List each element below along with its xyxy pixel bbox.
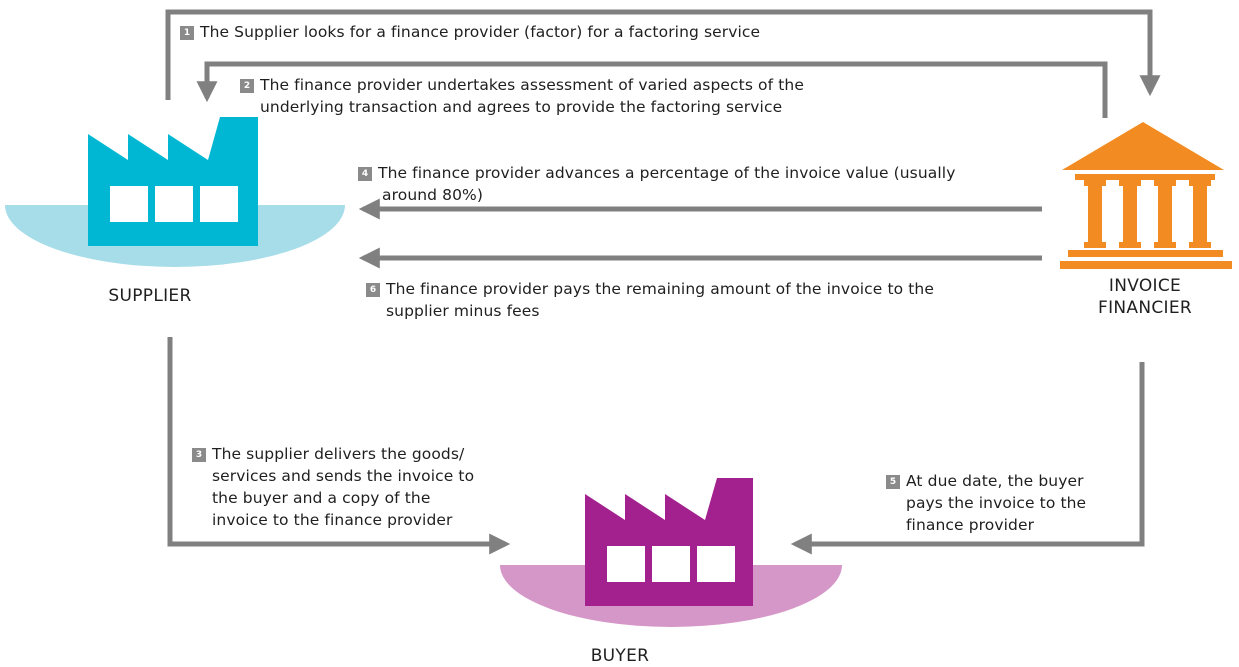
step-5-text-line1: At due date, the buyer bbox=[906, 472, 1084, 490]
step-4-text-line2: around 80%) bbox=[382, 186, 484, 204]
step-number-badge: 6 bbox=[366, 283, 380, 297]
step-6-text-line1: The finance provider pays the remaining … bbox=[386, 280, 934, 298]
step-2: 2 The finance provider undertakes assessm… bbox=[240, 74, 804, 118]
step-3-text-line4: invoice to the finance provider bbox=[212, 511, 453, 529]
financier-label-line2: FINANCIER bbox=[1098, 298, 1192, 318]
buyer-label: BUYER bbox=[590, 646, 650, 666]
arrow-step-2 bbox=[196, 61, 1108, 118]
step-5-text-line2: pays the invoice to the bbox=[906, 494, 1087, 512]
financier-label-line1: INVOICE bbox=[1108, 276, 1182, 296]
step-1-text: The Supplier looks for a finance provide… bbox=[200, 23, 761, 41]
step-4-text-line1: The finance provider advances a percenta… bbox=[378, 164, 956, 182]
step-number-badge: 5 bbox=[886, 475, 900, 489]
step-3-text-line2: services and sends the invoice to bbox=[212, 467, 475, 485]
step-number-badge: 1 bbox=[180, 26, 194, 40]
step-5: 5 At due date, the buyer pays the invoice… bbox=[886, 470, 1086, 536]
supplier-factory-icon bbox=[5, 117, 345, 267]
step-4: 4 The finance provider advances a percent… bbox=[358, 162, 955, 206]
step-2-text-line1: The finance provider undertakes assessme… bbox=[260, 76, 804, 94]
step-6-text-line2: supplier minus fees bbox=[386, 302, 540, 320]
step-2-text-line2: underlying transaction and agrees to pro… bbox=[260, 98, 783, 116]
financier-label: INVOICE FINANCIER bbox=[1070, 275, 1220, 319]
step-number-badge: 3 bbox=[192, 448, 206, 462]
step-3-text-line3: the buyer and a copy of the bbox=[212, 489, 431, 507]
bank-icon bbox=[1060, 122, 1232, 269]
buyer-building bbox=[585, 478, 753, 606]
supplier-label: SUPPLIER bbox=[108, 286, 192, 306]
step-5-text-line3: finance provider bbox=[906, 516, 1035, 534]
step-3-text-line1: The supplier delivers the goods/ bbox=[212, 445, 465, 463]
step-number-badge: 2 bbox=[240, 79, 254, 93]
arrow-step-5 bbox=[790, 362, 1145, 555]
step-6: 6 The finance provider pays the remaining… bbox=[366, 278, 934, 322]
arrow-step-1 bbox=[165, 9, 1161, 100]
supplier-building bbox=[88, 117, 258, 246]
buyer-factory-icon bbox=[500, 478, 842, 627]
step-number-badge: 4 bbox=[358, 167, 372, 181]
step-1: 1 The Supplier looks for a finance provid… bbox=[180, 21, 760, 43]
arrow-step-3 bbox=[167, 337, 511, 555]
step-3: 3 The supplier delivers the goods/ servic… bbox=[192, 443, 474, 531]
